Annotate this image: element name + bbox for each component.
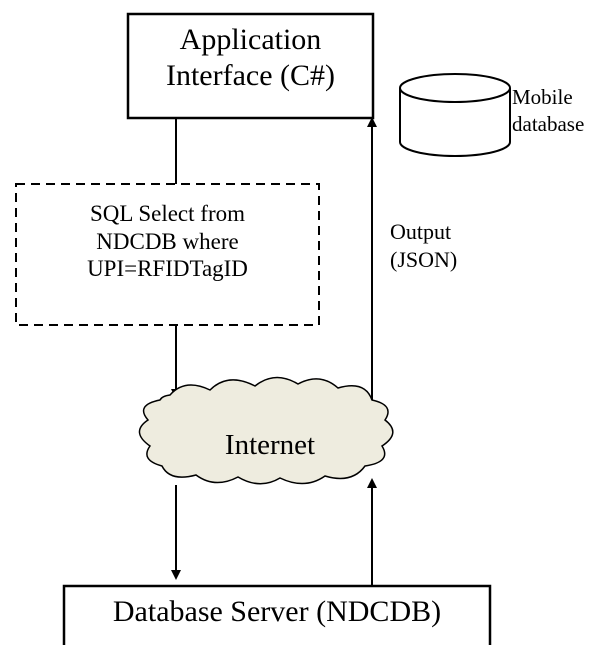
app-interface-label: Application Interface (C#) <box>128 22 373 94</box>
output-json-label: Output (JSON) <box>390 218 457 274</box>
internet-label: Internet <box>224 429 316 461</box>
mobile-database-label-line1: Mobile <box>512 85 573 109</box>
sql-query-label-line2: NDCDB where <box>96 228 239 254</box>
sql-query-box <box>15 183 320 326</box>
mobile-database-cylinder-icon <box>399 73 511 157</box>
database-server-box <box>62 584 492 645</box>
app-interface-box <box>126 12 375 120</box>
database-server-label: Database Server (NDCDB) <box>112 595 442 628</box>
internet-cloud-icon <box>138 376 394 485</box>
sql-query-label-line3: UPI=RFIDTagID <box>87 256 248 282</box>
sql-query-label: SQL Select from NDCDB where UPI=RFIDTagI… <box>16 200 319 283</box>
mobile-database-label: Mobile database <box>512 84 584 137</box>
sql-query-label-line1: SQL Select from <box>89 201 245 226</box>
app-interface-label-line1: Application <box>179 23 322 56</box>
app-interface-label-line2: Interface (C#) <box>165 59 336 92</box>
mobile-database-label-line2: database <box>512 111 585 136</box>
output-json-label-line1: Output <box>390 219 452 244</box>
output-json-label-line2: (JSON) <box>390 246 458 272</box>
